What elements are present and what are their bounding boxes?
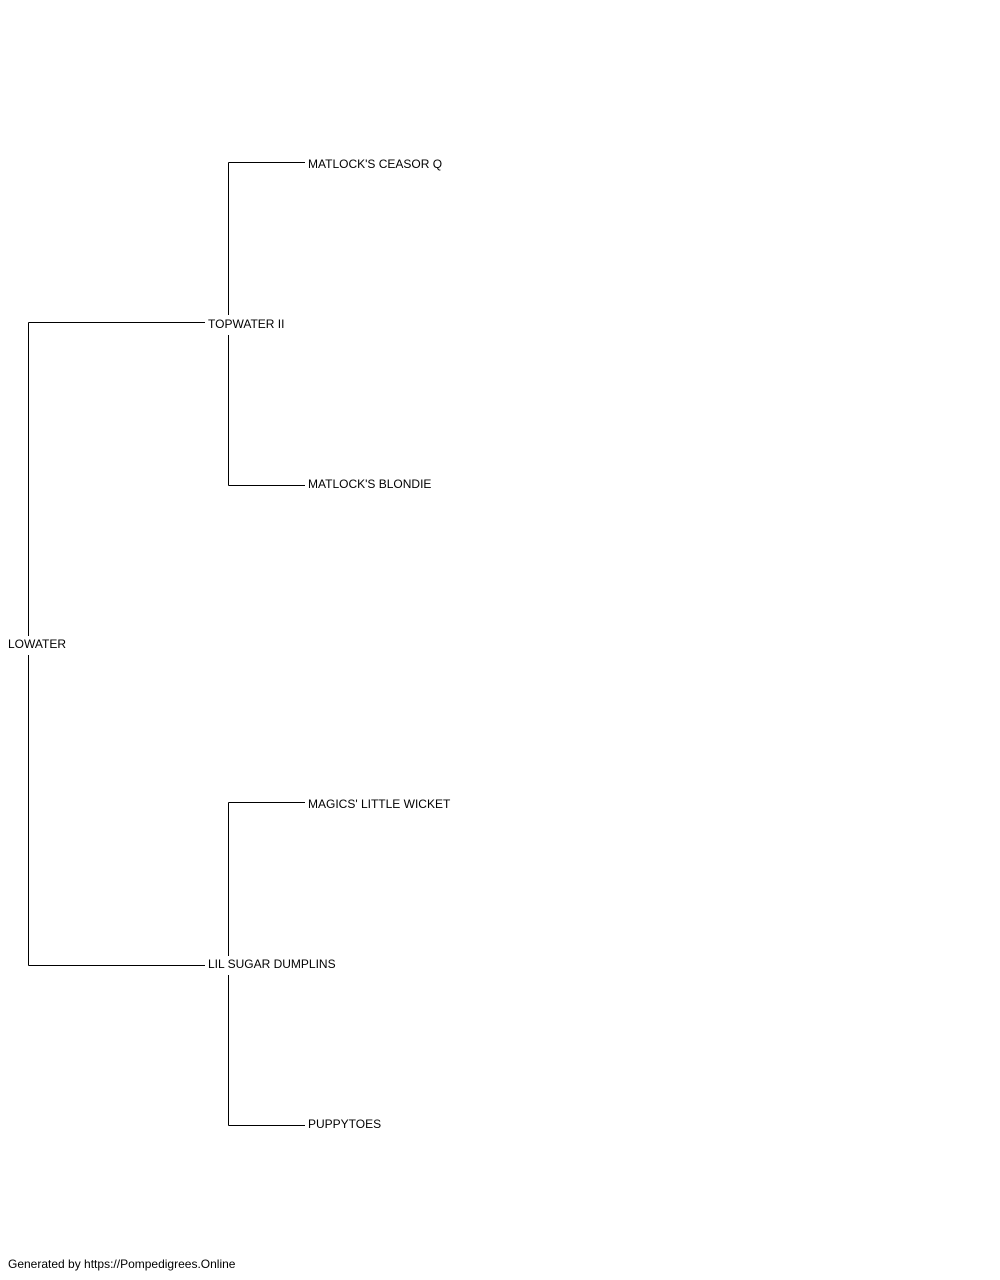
footer-credit: Generated by https://Pompedigrees.Online (8, 1257, 236, 1271)
node-dam: LIL SUGAR DUMPLINS (208, 957, 336, 971)
node-subject: LOWATER (8, 637, 66, 651)
node-dam-dam: PUPPYTOES (308, 1117, 381, 1131)
node-sire-dam: MATLOCK'S BLONDIE (308, 477, 431, 491)
node-dam-sire: MAGICS' LITTLE WICKET (308, 797, 451, 811)
node-sire-sire: MATLOCK'S CEASOR Q (308, 157, 442, 171)
node-sire: TOPWATER II (208, 317, 284, 331)
